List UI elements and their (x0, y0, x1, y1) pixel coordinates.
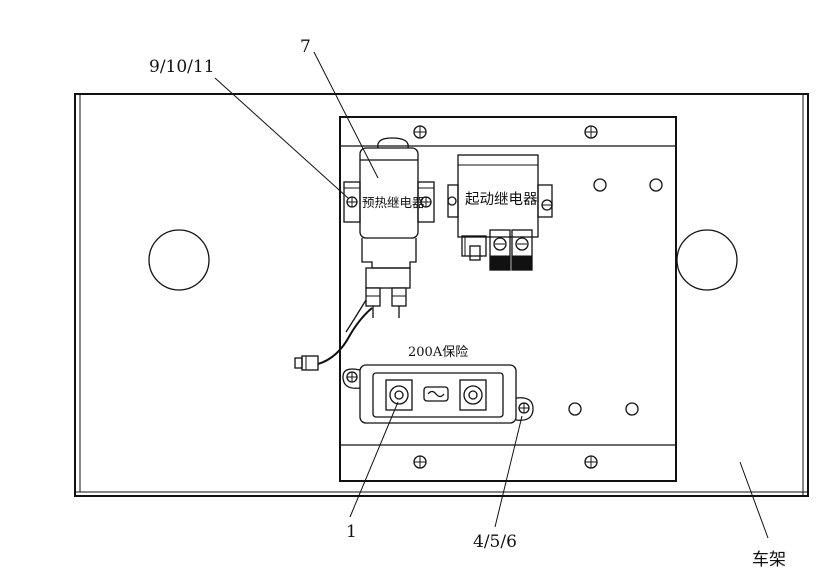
callout-bolts: 4/5/6 (473, 532, 517, 552)
plate-hole (649, 178, 663, 192)
fuse-label: 200A保险 (408, 345, 468, 360)
plate-bolt-hole (584, 455, 598, 469)
start-relay: 起动继电器 (447, 154, 553, 271)
callout-fuse: 1 (346, 522, 357, 542)
callout-preheat-relay: 7 (300, 37, 311, 57)
preheat-relay: 预热继电器 (343, 137, 435, 318)
plate-hole (593, 178, 607, 192)
plate-bolt-hole (413, 455, 427, 469)
preheat-relay-label: 预热继电器 (362, 195, 425, 210)
preheat-wire (294, 299, 373, 371)
plate-bolt-hole (584, 125, 598, 139)
fuse-200a: 200A保险 (342, 345, 534, 424)
frame-hole-left (148, 229, 210, 291)
plate-hole (625, 402, 639, 416)
plate-hole (568, 402, 582, 416)
vehicle-frame (74, 93, 809, 497)
frame-hole-right (676, 229, 738, 291)
callout-frame: 车架 (752, 550, 786, 570)
callout-preheat-group: 9/10/11 (149, 57, 215, 77)
mounting-plate (339, 116, 677, 482)
start-relay-label: 起动继电器 (465, 191, 538, 208)
plate-bolt-hole (413, 125, 427, 139)
leader-lines (214, 51, 769, 539)
